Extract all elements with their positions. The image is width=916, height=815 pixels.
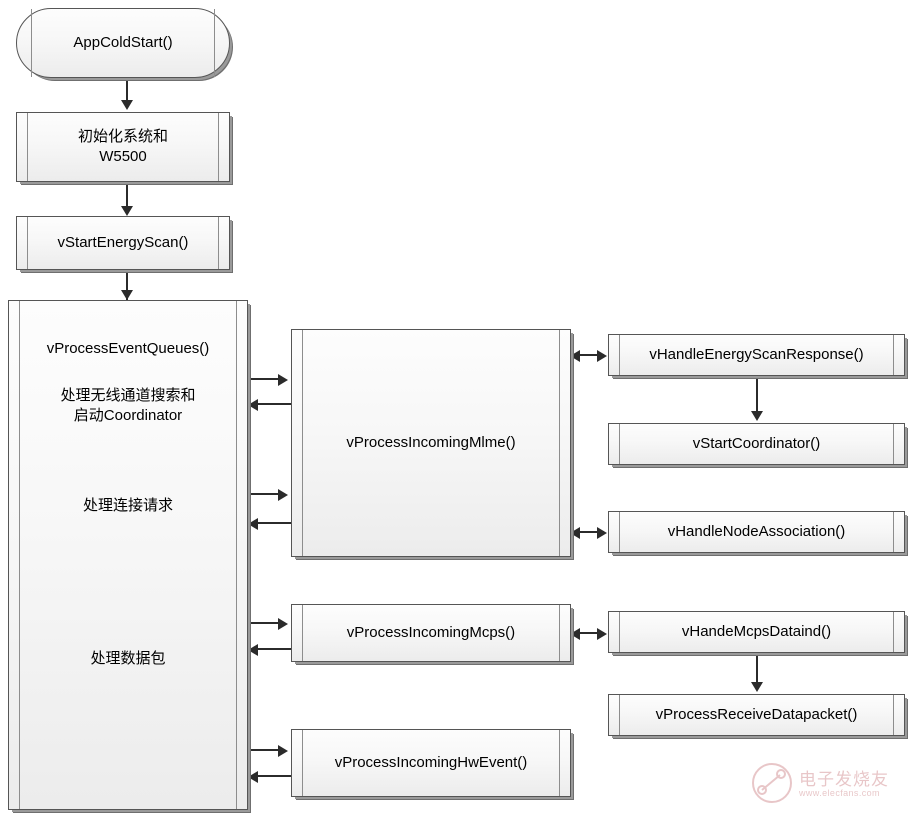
arrowhead-mlme-to-eventqueues-assoc: [248, 518, 258, 530]
elecfans-logo-icon: [750, 761, 794, 810]
arrowhead-eventqueues-to-mlme-assoc: [278, 489, 288, 501]
arrowhead-mcpsdataind-to-mcps: [570, 628, 580, 640]
node-init-system[interactable]: 初始化系统和 W5500: [16, 112, 230, 182]
arrowhead-mcps-to-eventqueues: [248, 644, 258, 656]
arrowhead-mlme-to-eventqueues-scan: [248, 399, 258, 411]
node-process-incoming-mlme-label: vProcessIncomingMlme(): [346, 433, 516, 451]
connector-init-to-energyscan: [126, 182, 128, 210]
node-hande-mcps-dataind-label: vHandeMcpsDataind(): [681, 622, 832, 640]
watermark-url: www.elecfans.com: [799, 788, 880, 799]
node-process-event-queues-note-scan: 处理无线通道搜索和 启动Coordinator: [60, 387, 196, 425]
connector-eventqueues-to-mcps: [248, 622, 283, 624]
node-process-event-queues-title: vProcessEventQueues(): [46, 340, 210, 357]
arrowhead-eventqueues-to-mcps: [278, 618, 288, 630]
connector-coldstart-to-init: [126, 78, 128, 104]
connector-mcps-to-eventqueues: [258, 648, 291, 650]
node-start-energy-scan[interactable]: vStartEnergyScan(): [16, 216, 230, 270]
connector-eventqueues-to-mlme-scan: [248, 378, 283, 380]
connector-mcpsdataind-to-receivedatapacket: [756, 653, 758, 690]
node-handle-node-association[interactable]: vHandleNodeAssociation(): [608, 511, 905, 553]
arrowhead-mcpsdataind-to-receivedatapacket: [751, 682, 763, 692]
connector-eventqueues-to-hwevent: [248, 749, 283, 751]
arrowhead-init-to-energyscan: [121, 206, 133, 216]
node-process-receive-datapacket[interactable]: vProcessReceiveDatapacket(): [608, 694, 905, 736]
node-start-coordinator-label: vStartCoordinator(): [692, 434, 821, 452]
arrowhead-mlme-to-nodeassociation: [597, 527, 607, 539]
node-app-cold-start[interactable]: AppColdStart(): [16, 8, 230, 78]
arrowhead-mcps-to-mcpsdataind: [597, 628, 607, 640]
arrowhead-hwevent-to-eventqueues: [248, 771, 258, 783]
connector-mlme-to-nodeassociation: [578, 531, 604, 533]
node-process-incoming-mcps-label: vProcessIncomingMcps(): [346, 623, 516, 641]
arrowhead-nodeassociation-to-mlme: [570, 527, 580, 539]
arrowhead-mlme-to-energyscanresponse: [597, 350, 607, 362]
node-handle-node-association-label: vHandleNodeAssociation(): [667, 522, 846, 540]
node-process-receive-datapacket-label: vProcessReceiveDatapacket(): [655, 705, 858, 723]
connector-mcps-to-mcpsdataind: [578, 632, 604, 634]
node-process-incoming-mlme[interactable]: vProcessIncomingMlme(): [291, 329, 571, 557]
node-process-incoming-mcps[interactable]: vProcessIncomingMcps(): [291, 604, 571, 662]
node-start-energy-scan-label: vStartEnergyScan(): [57, 233, 189, 251]
arrowhead-energyscanresponse-to-startcoordinator: [751, 411, 763, 421]
arrowhead-eventqueues-to-mlme-scan: [278, 374, 288, 386]
node-process-event-queues-note-assoc: 处理连接请求: [82, 497, 173, 514]
connector-energyscan-to-eventqueues: [126, 270, 128, 300]
node-init-system-label: 初始化系统和 W5500: [77, 127, 168, 165]
node-process-incoming-hw-event[interactable]: vProcessIncomingHwEvent(): [291, 729, 571, 797]
node-process-incoming-hw-event-label: vProcessIncomingHwEvent(): [334, 753, 528, 771]
arrowhead-energyscanresponse-to-mlme: [570, 350, 580, 362]
connector-eventqueues-to-mlme-assoc: [248, 493, 283, 495]
watermark: 电子发烧友 www.elecfans.com: [750, 759, 908, 811]
connector-hwevent-to-eventqueues: [258, 775, 291, 777]
node-handle-energy-scan-response[interactable]: vHandleEnergyScanResponse(): [608, 334, 905, 376]
arrowhead-coldstart-to-init: [121, 100, 133, 110]
watermark-brand: 电子发烧友: [799, 770, 889, 790]
watermark-text: 电子发烧友 www.elecfans.com: [799, 771, 889, 798]
connector-mlme-to-energyscanresponse: [578, 354, 604, 356]
node-process-event-queues[interactable]: vProcessEventQueues() 处理无线通道搜索和 启动Coordi…: [8, 300, 248, 810]
node-start-coordinator[interactable]: vStartCoordinator(): [608, 423, 905, 465]
connector-mlme-to-eventqueues-scan: [258, 403, 291, 405]
connector-energyscanresponse-to-startcoordinator: [756, 376, 758, 418]
node-process-event-queues-note-data: 处理数据包: [90, 650, 166, 667]
connector-mlme-to-eventqueues-assoc: [258, 522, 291, 524]
node-handle-energy-scan-response-label: vHandleEnergyScanResponse(): [649, 345, 864, 363]
arrowhead-eventqueues-to-hwevent: [278, 745, 288, 757]
arrowhead-energyscan-to-eventqueues: [121, 290, 133, 300]
node-app-cold-start-label: AppColdStart(): [73, 33, 173, 51]
node-hande-mcps-dataind[interactable]: vHandeMcpsDataind(): [608, 611, 905, 653]
